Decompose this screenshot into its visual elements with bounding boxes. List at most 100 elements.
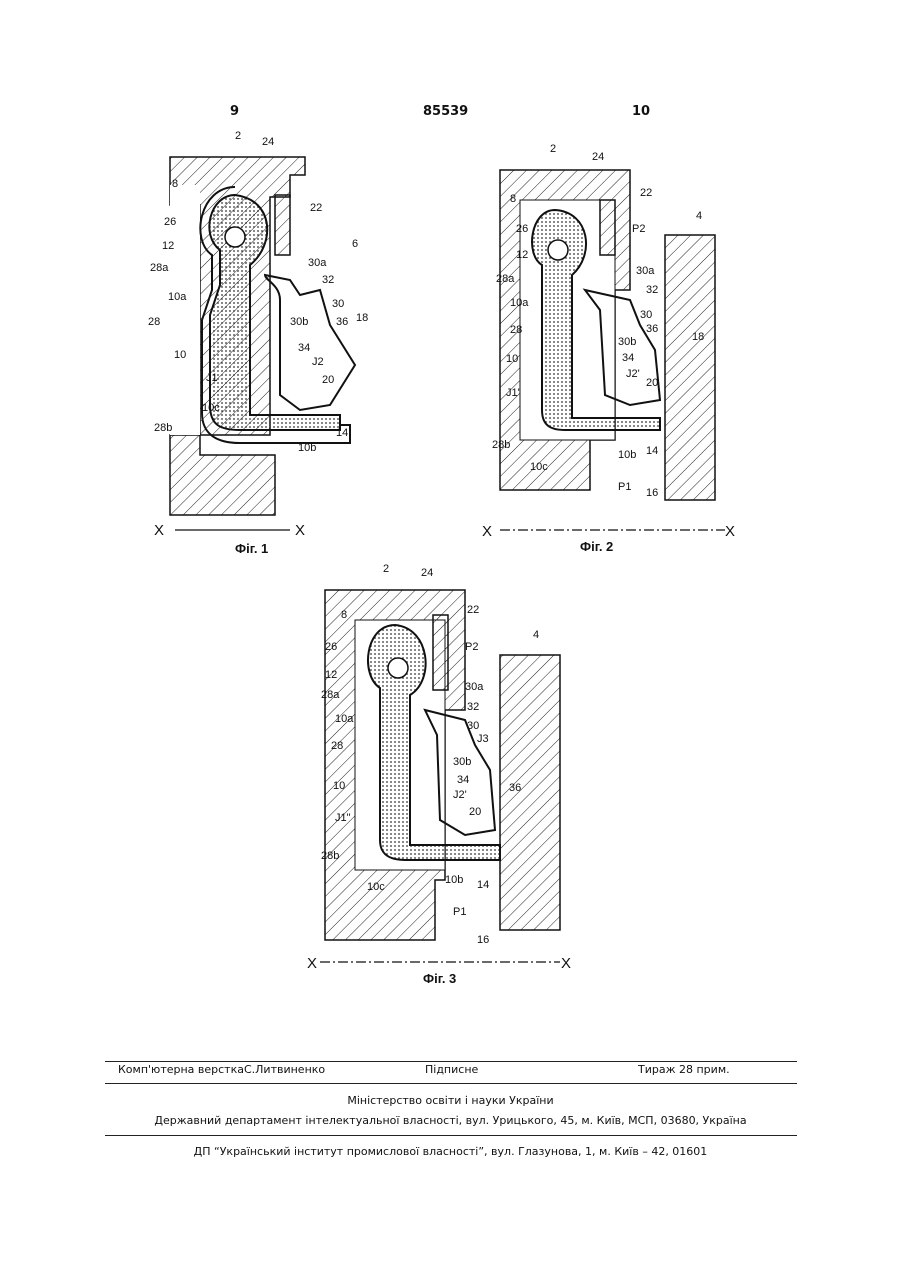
reference-label: 32 bbox=[646, 284, 658, 296]
page-number-right: 10 bbox=[632, 104, 650, 119]
reference-label: 28 bbox=[510, 324, 522, 336]
reference-label: 10c bbox=[367, 881, 385, 893]
reference-label: 18 bbox=[692, 331, 704, 343]
reference-label: 10b bbox=[618, 449, 636, 461]
reference-label: 36 bbox=[336, 316, 348, 328]
reference-label: 28 bbox=[331, 740, 343, 752]
page-number-left: 9 bbox=[230, 104, 239, 119]
axis-x-left: X bbox=[482, 523, 492, 540]
footer-rule-3 bbox=[105, 1135, 797, 1136]
reference-label: 10 bbox=[174, 349, 186, 361]
reference-label: 10 bbox=[333, 780, 345, 792]
axis-x-right: X bbox=[561, 955, 571, 972]
figure-2-drawing: X X Фіг. 2 224822426P21230a28a3210a30362… bbox=[480, 140, 750, 560]
reference-label: J2' bbox=[453, 789, 467, 801]
reference-label: 14 bbox=[646, 445, 658, 457]
reference-label: 16 bbox=[646, 487, 658, 499]
figure-1-drawing: X X Фіг. 1 2248222612630a28a3210a302830b… bbox=[140, 125, 460, 565]
clip-22 bbox=[600, 200, 615, 255]
reference-label: 12 bbox=[516, 249, 528, 261]
reference-label: 34 bbox=[457, 774, 469, 786]
reference-label: 36 bbox=[509, 782, 521, 794]
reference-label: P2 bbox=[465, 641, 478, 653]
figure-caption: Фіг. 2 bbox=[580, 539, 613, 554]
reference-label: 34 bbox=[622, 352, 634, 364]
reference-label: 2 bbox=[235, 130, 241, 142]
axis-y-marker bbox=[388, 658, 408, 678]
reference-label: 22 bbox=[310, 202, 322, 214]
reference-label: 34 bbox=[298, 342, 310, 354]
reference-label: J2 bbox=[312, 356, 324, 368]
reference-label: 4 bbox=[533, 629, 539, 641]
axis-y-marker bbox=[548, 240, 568, 260]
reference-label: 28b bbox=[321, 850, 339, 862]
reference-label: 28b bbox=[492, 439, 510, 451]
reference-label: P1 bbox=[453, 906, 466, 918]
footer-ministry: Міністерство освіти і науки України bbox=[0, 1094, 901, 1107]
figure-3: X X Фіг. 3 22482226P241230a28a3210a30J32… bbox=[305, 560, 595, 990]
reference-label: 30a bbox=[636, 265, 655, 277]
reference-label: 6 bbox=[352, 238, 358, 250]
reference-label: 10a bbox=[168, 291, 187, 303]
reference-label: 8 bbox=[341, 609, 347, 621]
reference-label: 8 bbox=[172, 178, 178, 190]
reference-label: 10c bbox=[530, 461, 548, 473]
reference-label: 36 bbox=[646, 323, 658, 335]
reference-label: 26 bbox=[325, 641, 337, 653]
reference-label: 2 bbox=[383, 563, 389, 575]
reference-label: 26 bbox=[516, 223, 528, 235]
reference-label: 10 bbox=[506, 353, 518, 365]
axis-x-left: X bbox=[307, 955, 317, 972]
reference-label: 30b bbox=[618, 336, 636, 348]
reference-label: 30a bbox=[465, 681, 484, 693]
footer-institute: ДП “Український інститут промислової вла… bbox=[0, 1145, 901, 1158]
clip-22 bbox=[275, 195, 290, 255]
footer-rule-2 bbox=[105, 1083, 797, 1084]
reference-label: 20 bbox=[322, 374, 334, 386]
patent-number: 85539 bbox=[423, 104, 468, 119]
reference-label: 16 bbox=[477, 934, 489, 946]
reference-label: P2 bbox=[632, 223, 645, 235]
clip-22 bbox=[433, 615, 448, 690]
reference-label: 4 bbox=[696, 210, 702, 222]
reference-label: 28b bbox=[154, 422, 172, 434]
reference-label: 32 bbox=[322, 274, 334, 286]
reference-label: 28a bbox=[496, 273, 515, 285]
reference-label: J1' bbox=[506, 387, 520, 399]
axis-y-marker bbox=[225, 227, 245, 247]
reference-label: 24 bbox=[262, 136, 274, 148]
figure-2: X X Фіг. 2 224822426P21230a28a3210a30362… bbox=[480, 140, 750, 560]
reference-label: 10c bbox=[202, 402, 220, 414]
reference-label: 30 bbox=[467, 720, 479, 732]
reference-label: 20 bbox=[646, 377, 658, 389]
reference-label: 10a bbox=[510, 297, 529, 309]
reference-label: 22 bbox=[467, 604, 479, 616]
reference-label: 26 bbox=[164, 216, 176, 228]
reference-label: 10b bbox=[298, 442, 316, 454]
reference-label: 32 bbox=[467, 701, 479, 713]
axis-x-right: X bbox=[725, 523, 735, 540]
reference-label: 10b bbox=[445, 874, 463, 886]
reference-label: 14 bbox=[477, 879, 489, 891]
footer-composer: Комп'ютерна версткаС.Литвиненко bbox=[118, 1063, 325, 1076]
figure-3-drawing: X X Фіг. 3 22482226P241230a28a3210a30J32… bbox=[305, 560, 595, 990]
footer-rule-1 bbox=[105, 1061, 797, 1062]
axis-x-left: X bbox=[154, 522, 164, 539]
reference-label: J2' bbox=[626, 368, 640, 380]
reference-label: 14 bbox=[336, 427, 348, 439]
reference-label: 22 bbox=[640, 187, 652, 199]
reference-label: 28a bbox=[150, 262, 169, 274]
axis-x-right: X bbox=[295, 522, 305, 539]
reference-label: 12 bbox=[162, 240, 174, 252]
figure-caption: Фіг. 3 bbox=[423, 971, 456, 986]
reference-label: P1 bbox=[618, 481, 631, 493]
housing-lower bbox=[170, 435, 275, 515]
footer-department: Державний департамент інтелектуальної вл… bbox=[0, 1114, 901, 1127]
figure-caption: Фіг. 1 bbox=[235, 541, 268, 556]
reference-label: 20 bbox=[469, 806, 481, 818]
reference-label: 30b bbox=[290, 316, 308, 328]
reference-label: 24 bbox=[421, 567, 433, 579]
reference-label: 28 bbox=[148, 316, 160, 328]
figure-1: X X Фіг. 1 2248222612630a28a3210a302830b… bbox=[140, 125, 460, 565]
footer-circulation: Тираж 28 прим. bbox=[638, 1063, 730, 1076]
